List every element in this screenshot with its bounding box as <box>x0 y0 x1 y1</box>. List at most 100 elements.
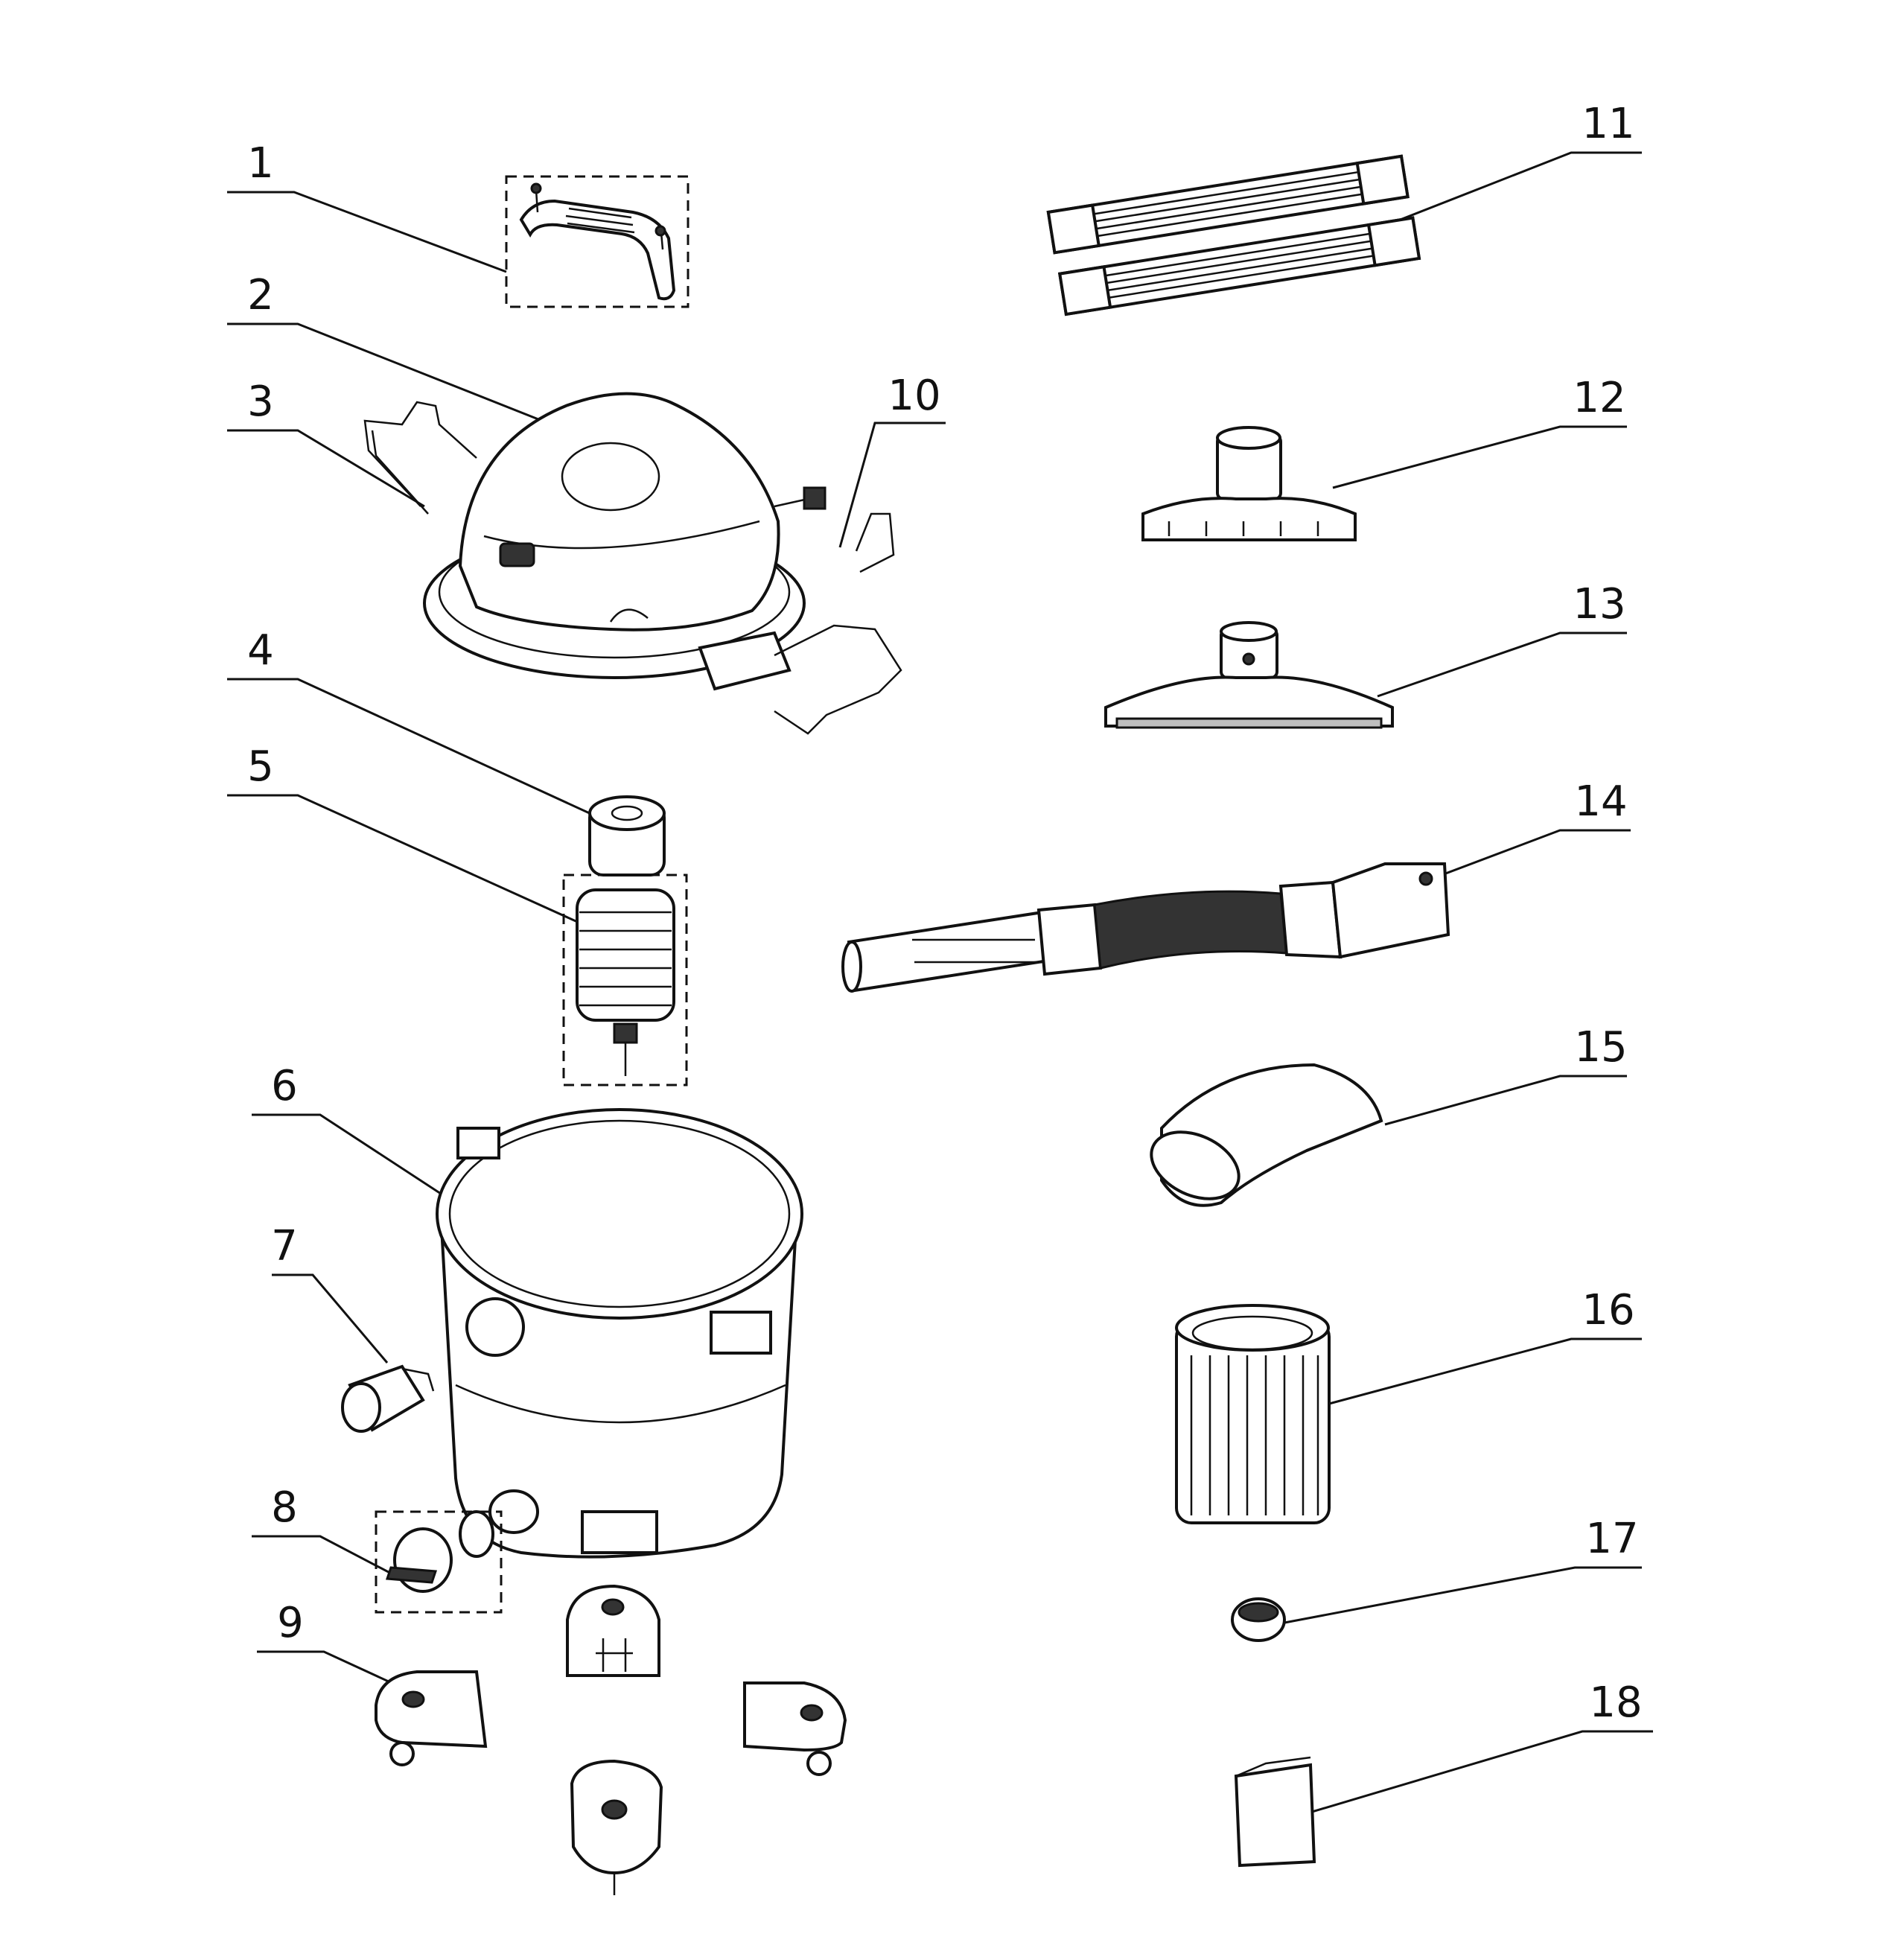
callout-10[interactable]: 10 <box>838 372 946 548</box>
caster-front-left <box>375 1670 488 1766</box>
callout-17-number: 17 <box>1585 1515 1638 1563</box>
callout-8[interactable]: 8 <box>252 1483 399 1579</box>
part-5-group-box <box>562 874 688 1086</box>
filter-nut-top <box>1238 1602 1279 1623</box>
part-15-claw-nozzle <box>1150 1063 1383 1207</box>
part-3-latch-left <box>363 401 477 515</box>
callout-14-number: 14 <box>1574 777 1627 826</box>
callout-8-leader <box>252 1535 399 1579</box>
filter-pleats <box>1190 1355 1319 1515</box>
foam-sleeve-hole <box>611 805 643 821</box>
callout-17[interactable]: 17 <box>1280 1515 1642 1625</box>
callout-8-number: 8 <box>271 1483 298 1532</box>
part-12-utility-nozzle <box>1141 426 1357 541</box>
callout-4[interactable]: 4 <box>227 626 611 824</box>
latch-left-wire-inner <box>371 430 429 515</box>
motor-cover-badge <box>561 442 660 512</box>
float-cage-ribs <box>579 911 672 1007</box>
drum-inlet-port <box>465 1297 525 1357</box>
part-10-cord-latch <box>774 486 902 735</box>
callout-7[interactable]: 7 <box>271 1222 389 1364</box>
callout-16[interactable]: 16 <box>1328 1286 1642 1405</box>
handle-grip <box>519 199 676 301</box>
callout-4-leader <box>227 678 611 824</box>
callout-15[interactable]: 15 <box>1384 1023 1628 1126</box>
manual-spine <box>1235 1756 1311 1778</box>
callout-10-number: 10 <box>888 372 940 420</box>
callout-5-number: 5 <box>247 742 274 791</box>
part-2-motor-head <box>423 392 806 691</box>
hose-wand-end <box>847 910 1051 993</box>
latch-left-wire <box>363 401 477 507</box>
drum-latch-clip <box>456 1127 500 1159</box>
callout-2[interactable]: 2 <box>227 271 543 422</box>
hose-lock-button <box>1418 871 1433 886</box>
drum-caster-mount <box>581 1510 658 1554</box>
wand-2 <box>1057 216 1421 316</box>
caster-fl-body <box>375 1670 488 1749</box>
callout-18[interactable]: 18 <box>1269 1679 1653 1826</box>
callout-2-number: 2 <box>247 271 274 319</box>
filter-body <box>1175 1320 1331 1524</box>
callout-5[interactable]: 5 <box>227 742 582 925</box>
callout-16-leader <box>1328 1337 1642 1405</box>
inlet-adapter-tab <box>401 1367 435 1392</box>
callout-1-leader <box>227 191 507 273</box>
callout-15-number: 15 <box>1574 1023 1627 1072</box>
wand-1-end-left <box>1046 203 1101 255</box>
handle-texture <box>565 207 635 234</box>
callout-12[interactable]: 12 <box>1332 374 1627 489</box>
caster-front-center <box>570 1759 663 1895</box>
callout-3-number: 3 <box>247 378 274 426</box>
wand-2-end-right <box>1366 216 1421 267</box>
callout-12-leader <box>1332 425 1627 489</box>
caster-rc-slot <box>596 1638 633 1672</box>
callout-9[interactable]: 9 <box>257 1599 409 1692</box>
caster-r-wheel <box>806 1751 832 1776</box>
floor-nozzle-head <box>1104 675 1394 728</box>
callout-6[interactable]: 6 <box>252 1062 459 1206</box>
part-7-inlet-adapter <box>341 1364 435 1433</box>
drum-rim-inner <box>448 1119 791 1308</box>
drum-side-handle <box>710 1311 772 1355</box>
claw-nozzle-opening <box>1150 1130 1240 1200</box>
wand-1-stripes <box>1093 171 1363 238</box>
part-1-group-box <box>505 175 689 308</box>
callout-13-leader <box>1377 631 1627 698</box>
callout-14[interactable]: 14 <box>1392 777 1631 895</box>
floor-nozzle-squeegee <box>1115 717 1383 729</box>
callout-11[interactable]: 11 <box>1380 100 1642 229</box>
drum-band <box>455 1384 786 1424</box>
wand-2-stripes <box>1105 232 1374 299</box>
caster-rc-body <box>566 1584 660 1677</box>
part-18-manual <box>1234 1756 1316 1868</box>
callout-13[interactable]: 13 <box>1377 580 1627 698</box>
callout-11-number: 11 <box>1582 100 1634 148</box>
callout-4-number: 4 <box>247 626 274 675</box>
drain-cap-grip <box>385 1566 438 1584</box>
callout-17-leader <box>1280 1566 1642 1625</box>
caster-fc-pivot <box>601 1799 628 1820</box>
callout-18-number: 18 <box>1589 1679 1642 1727</box>
callout-16-number: 16 <box>1582 1286 1634 1334</box>
lid-latch-tab <box>698 631 792 691</box>
callout-3-leader <box>227 429 425 508</box>
callout-5-leader <box>227 794 582 925</box>
caster-r-pivot <box>800 1704 824 1722</box>
callout-15-leader <box>1384 1075 1627 1126</box>
part-11-extension-wands <box>1046 154 1421 316</box>
utility-nozzle-inlet <box>1216 426 1281 450</box>
caster-rc-pivot <box>601 1598 625 1616</box>
wand-1 <box>1046 154 1410 255</box>
callout-1[interactable]: 1 <box>227 139 507 273</box>
motor-cover <box>458 392 780 631</box>
drum-rim <box>436 1108 803 1320</box>
part-13-floor-nozzle <box>1104 621 1394 729</box>
part-17-filter-nut <box>1231 1597 1286 1642</box>
handle-screw-right-head <box>655 225 666 237</box>
callout-3[interactable]: 3 <box>227 378 425 508</box>
utility-nozzle-teeth <box>1168 521 1319 536</box>
callout-13-number: 13 <box>1573 580 1625 629</box>
callout-7-leader <box>272 1273 389 1364</box>
callout-9-number: 9 <box>277 1599 304 1647</box>
